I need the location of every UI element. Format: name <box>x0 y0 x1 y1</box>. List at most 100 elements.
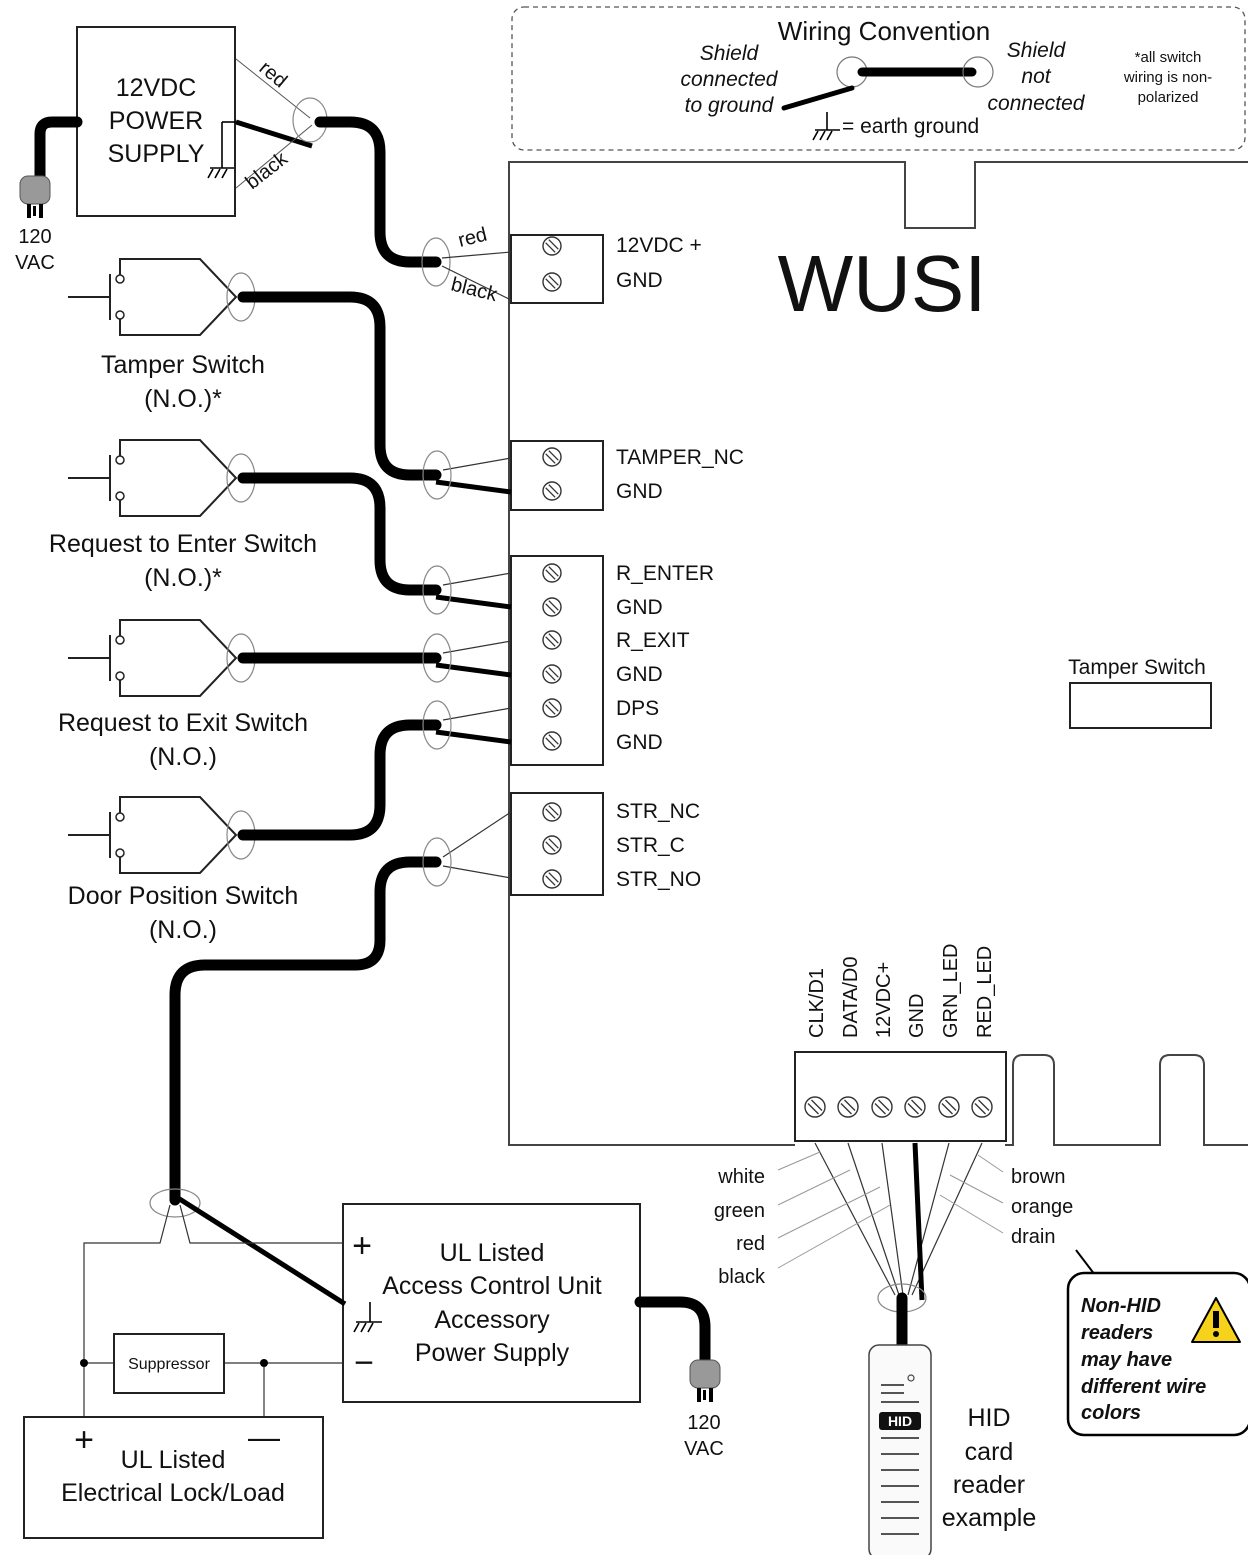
terminal-block-inputs <box>510 555 604 766</box>
accessory-plug-voltage-line2: VAC <box>684 1438 724 1460</box>
reader-screw-icon <box>971 1096 993 1118</box>
warning-line2: readers <box>1081 1322 1153 1344</box>
terminal-12vdc: 12VDC + <box>616 234 702 257</box>
polarity-note-line2: wiring is non- <box>1123 69 1212 86</box>
reader-terminal-red-led: RED_LED <box>974 946 996 1038</box>
polarity-note-line3: polarized <box>1138 89 1199 106</box>
hid-reader-label: HID card reader example <box>942 1404 1037 1532</box>
cable-fanouts <box>422 450 512 887</box>
earth-ground-icon <box>812 112 840 141</box>
hid-card-reader: HID <box>868 1344 932 1555</box>
shield-connected-line1: Shield <box>700 42 760 65</box>
reader-terminal-labels: CLK/D1 DATA/D0 12VDC+ GND GRN_LED RED_LE… <box>806 944 996 1038</box>
hid-logo-text: HID <box>888 1413 912 1429</box>
wusi-title: WUSI <box>778 239 987 328</box>
pushbutton-switch-icon <box>68 619 256 697</box>
terminal-screw-icon <box>542 835 562 855</box>
psu-label-line2: POWER <box>109 107 203 135</box>
reader-screw-icon <box>837 1096 859 1118</box>
terminal-screw-icon <box>542 563 562 583</box>
lock-label-line2: Electrical Lock/Load <box>61 1479 285 1507</box>
terminal-gnd-dps: GND <box>616 731 663 754</box>
pushbutton-switch-icon <box>68 439 256 517</box>
power-supply-12v: 12VDC POWER SUPPLY red black 120 VAC <box>15 26 328 274</box>
terminal-gnd-power: GND <box>616 269 663 292</box>
pushbutton-switch-icon <box>68 258 256 336</box>
suppressor <box>113 1333 225 1394</box>
psu-label-line1: 12VDC <box>116 74 197 102</box>
wire-white: white <box>717 1166 765 1188</box>
lock-label-line1: UL Listed <box>121 1446 226 1474</box>
reader-wire-labels: white green red black brown orange drain <box>714 1166 1073 1288</box>
wiring-convention-box: Wiring Convention Shield connected to gr… <box>511 6 1246 151</box>
terminal-labels: 12VDC + GND TAMPER_NC GND R_ENTER GND R_… <box>616 234 744 891</box>
terminal-screw-icon <box>542 272 562 292</box>
psu-black-wire-label: black <box>242 147 293 194</box>
terminal-screws <box>542 236 562 889</box>
warning-line1: Non-HID <box>1081 1295 1161 1317</box>
shield-connected-line3: to ground <box>685 94 775 117</box>
switch-dps-name: Door Position Switch <box>68 882 299 910</box>
accessory-psu-line4: Power Supply <box>415 1339 570 1367</box>
warning-line5: colors <box>1081 1402 1141 1424</box>
accessory-plug-voltage-line1: 120 <box>687 1412 720 1434</box>
terminal-screw-icon <box>542 597 562 617</box>
terminal-gnd-exit: GND <box>616 663 663 686</box>
wire-orange: orange <box>1011 1196 1073 1218</box>
accessory-power-supply: UL Listed Access Control Unit Accessory … <box>342 1203 724 1460</box>
electrical-lock: + — UL Listed Electrical Lock/Load <box>23 1416 324 1539</box>
wire-green: green <box>714 1200 765 1222</box>
psu-red-wire-label: red <box>255 57 291 92</box>
terminal-gnd-tamper: GND <box>616 480 663 503</box>
reader-terminal-data: DATA/D0 <box>840 957 862 1039</box>
accessory-plug-icon <box>689 1359 721 1402</box>
suppressor-label: Suppressor <box>128 1356 210 1373</box>
switch-exit-name: Request to Exit Switch <box>58 709 308 737</box>
wiring-convention-title: Wiring Convention <box>778 16 990 46</box>
switch-tamper-type: (N.O.)* <box>144 385 222 413</box>
terminal-screw-icon <box>542 664 562 684</box>
reader-terminal-grn-led: GRN_LED <box>940 944 962 1038</box>
reader-terminal-block <box>794 1051 1007 1142</box>
lock-plus: + <box>74 1421 94 1459</box>
hid-label-line2: card <box>965 1438 1014 1466</box>
accessory-psu-line3: Accessory <box>434 1306 550 1334</box>
terminal-screw-icon <box>542 630 562 650</box>
warning-line3: may have <box>1081 1349 1172 1371</box>
hid-label-line3: reader <box>953 1471 1025 1499</box>
switch-cables <box>169 291 442 1206</box>
warning-triangle-icon <box>1191 1297 1241 1343</box>
wusi-red-wire-label: red <box>456 224 489 252</box>
polarity-note-line1: *all switch <box>1135 49 1202 66</box>
hid-logo-badge <box>879 1412 921 1430</box>
switch-enter-type: (N.O.)* <box>144 564 222 592</box>
shield-symbol-unconnected <box>962 56 994 88</box>
terminal-screw-icon <box>542 447 562 467</box>
terminal-str-nc: STR_NC <box>616 800 700 823</box>
lock-minus: — <box>248 1419 280 1455</box>
terminal-screw-icon <box>542 869 562 889</box>
warning-line4: different wire <box>1081 1376 1206 1398</box>
reader-wires <box>777 1142 1004 1351</box>
terminal-screw-icon <box>542 236 562 256</box>
wusi-board: WUSI Tamper Switch <box>508 161 1248 1146</box>
terminal-screw-icon <box>542 698 562 718</box>
power-cable: red black <box>314 116 512 306</box>
terminal-tamper-nc: TAMPER_NC <box>616 446 744 469</box>
wire-brown: brown <box>1011 1166 1065 1188</box>
reader-terminal-gnd: GND <box>906 994 928 1038</box>
wire-red: red <box>736 1233 765 1255</box>
lock-wiring: Suppressor <box>80 1188 347 1417</box>
psu-plug-voltage-line1: 120 <box>18 226 51 248</box>
shield-not-connected-line1: Shield <box>1007 39 1067 62</box>
warning-note: Non-HID readers may have different wire … <box>1066 1249 1248 1437</box>
accessory-psu-minus: − <box>354 1344 374 1382</box>
switch-labels: Tamper Switch (N.O.)* Request to Enter S… <box>49 351 317 944</box>
accessory-psu-plus: + <box>352 1227 372 1265</box>
reader-screw-icon <box>904 1096 926 1118</box>
reader-screw-icon <box>871 1096 893 1118</box>
terminal-dps: DPS <box>616 697 659 720</box>
pushbutton-switch-icon <box>68 796 256 874</box>
hid-label-line1: HID <box>967 1404 1010 1432</box>
